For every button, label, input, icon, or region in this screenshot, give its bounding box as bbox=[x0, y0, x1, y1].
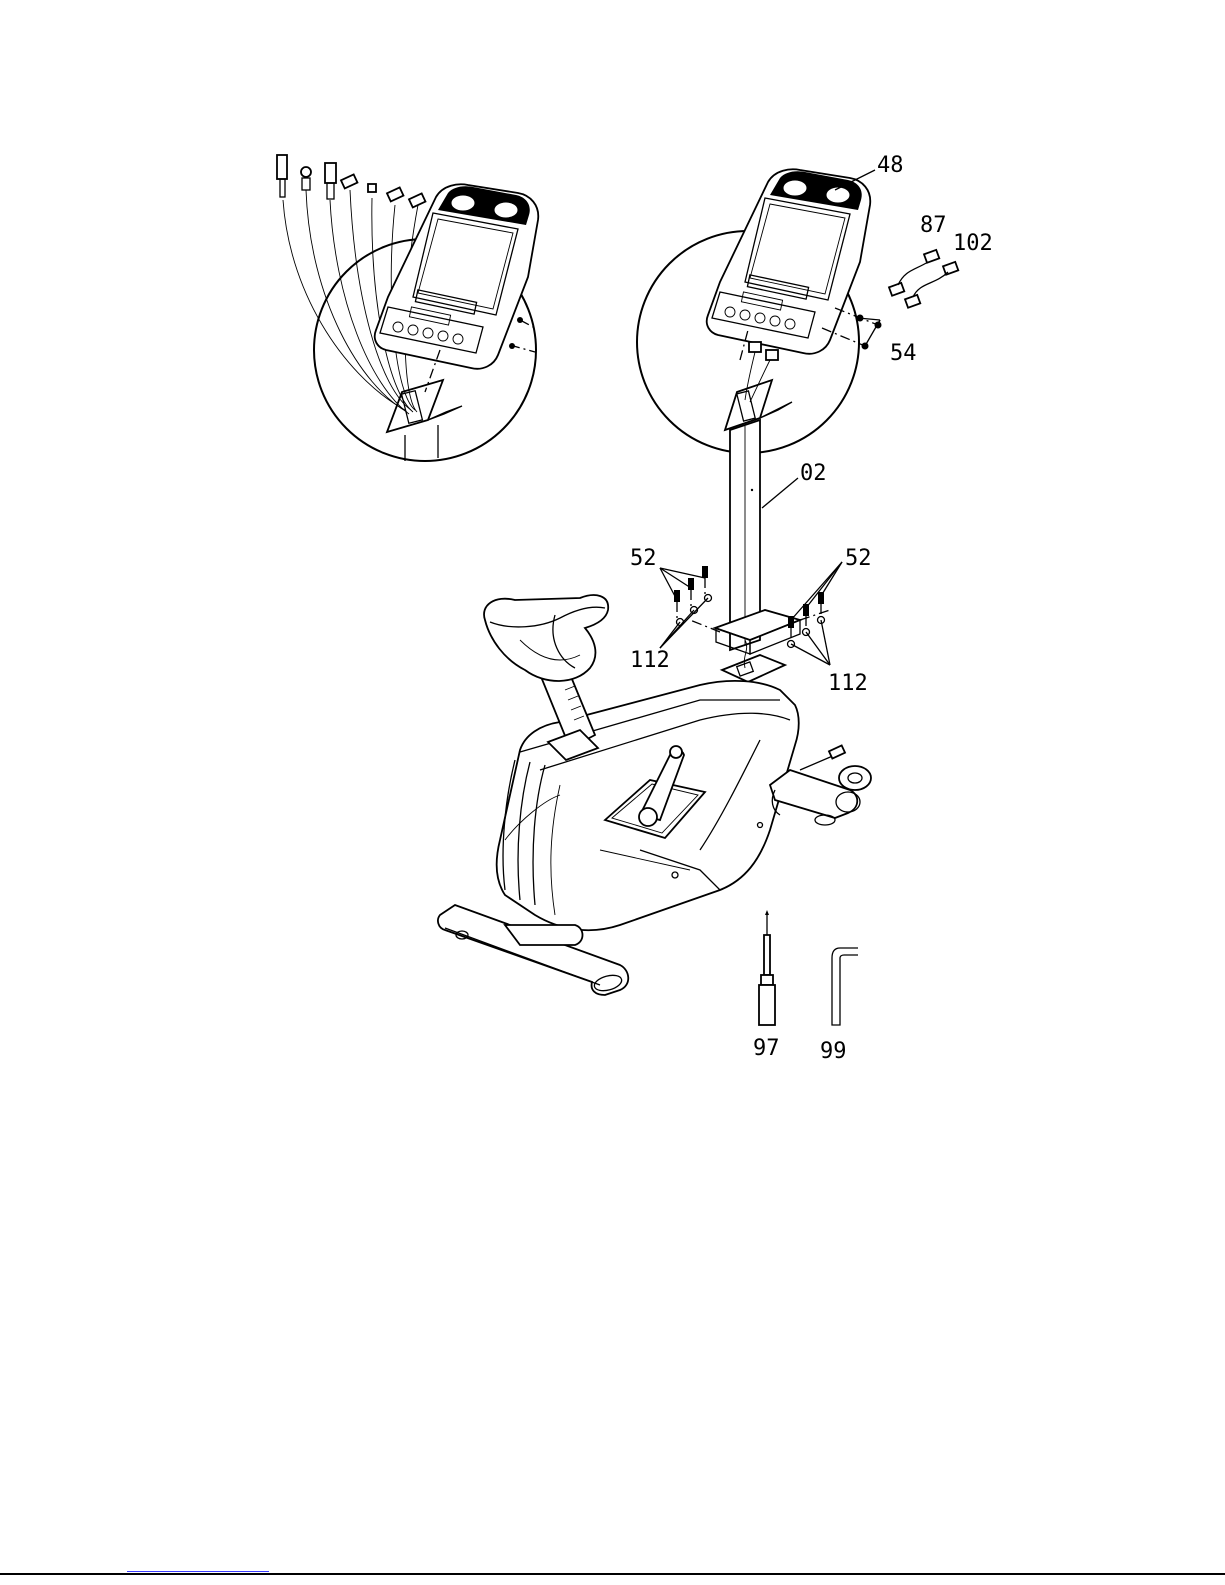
allen-key-tool bbox=[832, 948, 858, 1025]
detail-view-cable-connection bbox=[277, 155, 538, 461]
label-washers-right-112: 112 bbox=[828, 671, 868, 696]
bolts-right bbox=[788, 592, 825, 648]
screwdriver-tool bbox=[759, 910, 775, 1025]
plug-5 bbox=[368, 184, 376, 192]
label-cable-87: 87 bbox=[920, 213, 947, 238]
plug-4 bbox=[341, 174, 357, 188]
plug-1 bbox=[277, 155, 287, 179]
upright-tube bbox=[690, 420, 830, 654]
footer-link-underline[interactable] bbox=[127, 1571, 269, 1572]
console bbox=[707, 169, 871, 353]
plug-7 bbox=[409, 193, 425, 207]
detail-view-console-mount bbox=[637, 169, 958, 654]
footer-rule bbox=[0, 1573, 1225, 1575]
label-screwdriver-97: 97 bbox=[753, 1036, 780, 1061]
label-console-48: 48 bbox=[877, 153, 904, 178]
plug-2 bbox=[301, 167, 311, 177]
label-bolts-left-52: 52 bbox=[630, 546, 657, 571]
left-bracket bbox=[387, 380, 443, 432]
left-console bbox=[375, 184, 539, 368]
label-cable-102: 102 bbox=[953, 231, 993, 256]
label-bolts-right-52: 52 bbox=[845, 546, 872, 571]
plug-3 bbox=[325, 163, 336, 183]
label-upright-02: 02 bbox=[800, 461, 827, 486]
label-screws-54: 54 bbox=[890, 341, 917, 366]
label-allen-key-99: 99 bbox=[820, 1039, 847, 1064]
plug-6 bbox=[387, 187, 403, 201]
cable-87-102 bbox=[889, 250, 958, 308]
label-washers-left-112: 112 bbox=[630, 648, 670, 673]
